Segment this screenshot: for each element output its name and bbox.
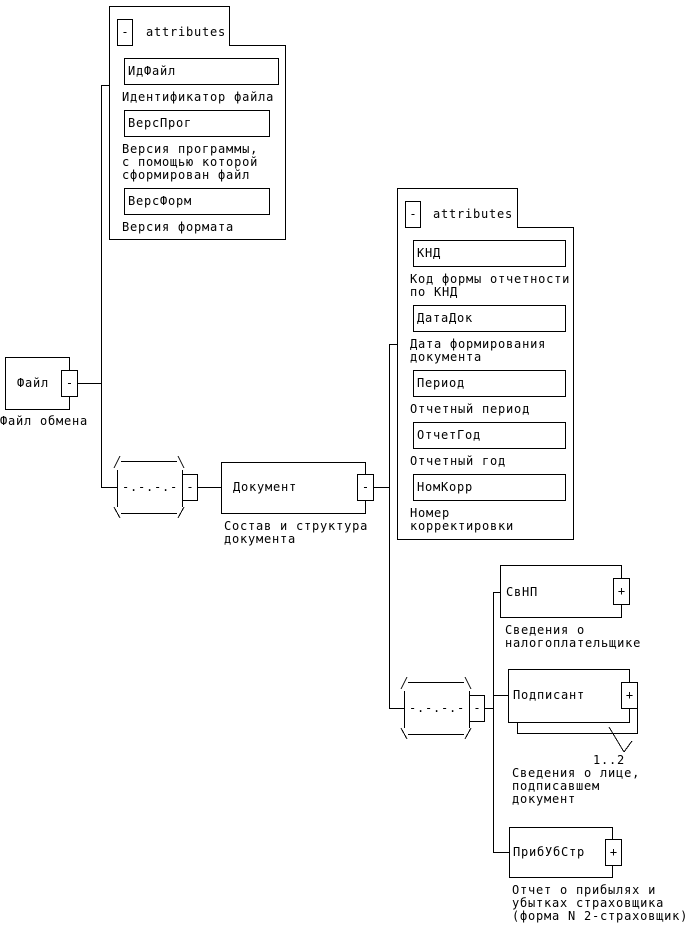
element-name: СвНП bbox=[506, 584, 539, 599]
element-description: Состав и структура документа bbox=[224, 518, 369, 546]
element-box[interactable] bbox=[221, 462, 366, 514]
element-description: Сведения о лице, подписавшем документ bbox=[512, 765, 641, 806]
element-description: Сведения о налогоплательщике bbox=[505, 622, 642, 650]
sequence-icon bbox=[113, 455, 185, 519]
attribute-box[interactable]: ДатаДок bbox=[413, 305, 566, 332]
attribute-description: Идентификатор файла bbox=[122, 90, 275, 104]
collapse-toggle[interactable]: - bbox=[405, 201, 421, 228]
attribute-item: ИдФайл Идентификатор файла bbox=[122, 58, 286, 104]
element-name: Документ bbox=[233, 480, 298, 494]
expand-toggle[interactable]: + bbox=[605, 839, 622, 866]
attributes-group: - attributes КНД Код формы отчетности по… bbox=[397, 188, 574, 540]
element-box[interactable] bbox=[500, 565, 622, 618]
expand-toggle[interactable]: + bbox=[613, 578, 630, 605]
attribute-item: Период Отчетный период bbox=[410, 370, 574, 416]
attribute-item: ОтчетГод Отчетный год bbox=[410, 422, 574, 468]
element-signer[interactable]: Подписант + 1..2 bbox=[508, 669, 638, 766]
attribute-description: Номер корректировки bbox=[410, 506, 515, 533]
multiplicity-label: 1..2 bbox=[593, 752, 626, 767]
attribute-box[interactable]: ВерсФорм bbox=[124, 188, 270, 215]
element-profit-loss[interactable]: ПрибУбСтр + bbox=[509, 827, 622, 878]
attribute-box[interactable]: ОтчетГод bbox=[413, 422, 566, 449]
element-document[interactable]: Документ - bbox=[221, 462, 374, 514]
element-file[interactable]: Файл - bbox=[5, 357, 78, 410]
attribute-item: ВерсФорм Версия формата bbox=[122, 188, 286, 234]
attribute-box[interactable]: ИдФайл bbox=[124, 58, 279, 85]
attribute-box[interactable]: НомКорр bbox=[413, 474, 566, 501]
element-box[interactable] bbox=[508, 669, 630, 723]
sequence-compositor[interactable]: -.-.-.- - bbox=[112, 454, 202, 522]
attributes-group-outline bbox=[397, 188, 574, 540]
collapse-toggle[interactable]: - bbox=[357, 474, 374, 501]
sequence-label: -.-.-.- bbox=[122, 479, 179, 494]
element-name: ПрибУбСтр bbox=[513, 845, 586, 859]
attribute-description: Отчетный период bbox=[410, 402, 531, 416]
attribute-description: Дата формирования документа bbox=[410, 337, 547, 364]
attribute-description: Версия программы, с помощью которой сфор… bbox=[122, 142, 259, 182]
collapse-toggle[interactable]: - bbox=[117, 19, 133, 46]
sequence-label: -.-.-.- bbox=[409, 700, 466, 715]
attribute-item: КНД Код формы отчетности по КНД bbox=[410, 240, 574, 299]
attribute-box[interactable]: КНД bbox=[413, 240, 566, 267]
collapse-toggle[interactable]: - bbox=[469, 695, 485, 722]
element-svnp[interactable]: СвНП + bbox=[500, 565, 630, 618]
collapse-toggle[interactable]: - bbox=[182, 474, 198, 501]
attributes-list: ИдФайл Идентификатор файла ВерсПрог Верс… bbox=[122, 58, 286, 240]
attribute-description: Версия формата bbox=[122, 220, 235, 234]
attribute-item: ВерсПрог Версия программы, с помощью кот… bbox=[122, 110, 286, 182]
sequence-compositor[interactable]: -.-.-.- - bbox=[399, 675, 489, 743]
attribute-item: ДатаДок Дата формирования документа bbox=[410, 305, 574, 364]
attributes-group: - attributes ИдФайл Идентификатор файла … bbox=[109, 6, 286, 240]
multiplicity-marker-icon bbox=[608, 726, 633, 753]
element-description: Файл обмена bbox=[0, 413, 89, 428]
collapse-toggle[interactable]: - bbox=[61, 370, 78, 397]
element-description: Отчет о прибылях и убытках страховщика (… bbox=[512, 882, 689, 923]
attributes-header: attributes bbox=[433, 206, 514, 221]
expand-toggle[interactable]: + bbox=[621, 682, 638, 709]
attribute-box[interactable]: Период bbox=[413, 370, 566, 397]
element-name: Подписант bbox=[513, 687, 586, 702]
attribute-description: Код формы отчетности по КНД bbox=[410, 272, 571, 299]
attribute-description: Отчетный год bbox=[410, 454, 507, 468]
attributes-list: КНД Код формы отчетности по КНД ДатаДок … bbox=[410, 240, 574, 539]
attribute-box[interactable]: ВерсПрог bbox=[124, 110, 270, 137]
element-name: Файл bbox=[17, 375, 50, 390]
attribute-item: НомКорр Номер корректировки bbox=[410, 474, 574, 533]
attributes-header: attributes bbox=[146, 24, 227, 39]
